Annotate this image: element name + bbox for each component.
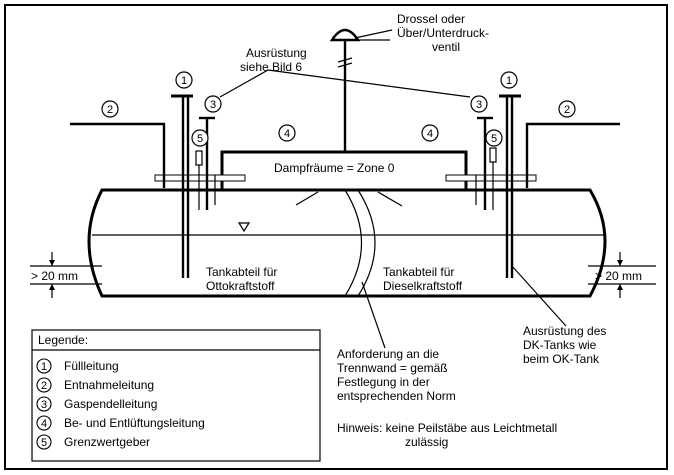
svg-text:Tankabteil für: Tankabteil für (206, 265, 277, 279)
svg-text:Gaspendelleitung: Gaspendelleitung (64, 397, 157, 411)
note-label: Hinweis: keine Peilstäbe aus Leichtmetal… (337, 421, 557, 449)
partition-requirement-label: Anforderung an die Trennwand = gemäß Fes… (337, 347, 456, 403)
svg-text:Drossel oder: Drossel oder (397, 12, 465, 26)
svg-text:5: 5 (197, 133, 203, 145)
svg-text:Ausrüstung: Ausrüstung (246, 46, 307, 60)
throttle-label: Drossel oder Über/Unterdruck- ventil (397, 12, 489, 54)
legend-item: 3 Gaspendelleitung (36, 396, 157, 412)
leader-lines (219, 69, 567, 349)
svg-text:1: 1 (41, 361, 47, 373)
svg-text:Festlegung in der: Festlegung in der (337, 375, 430, 389)
left-pipes (70, 94, 216, 278)
svg-text:Füllleitung: Füllleitung (64, 359, 119, 373)
legend-item: 5 Grenzwertgeber (36, 434, 150, 450)
svg-text:5: 5 (41, 437, 47, 449)
callout-3-right: 3 (470, 95, 488, 113)
svg-text:3: 3 (210, 99, 216, 111)
legend-title: Legende: (38, 333, 88, 347)
svg-text:Dieselkraftstoff: Dieselkraftstoff (383, 279, 463, 293)
equipment-ref-label: Ausrüstung siehe Bild 6 (240, 46, 307, 74)
svg-text:Be- und Entlüftungsleitung: Be- und Entlüftungsleitung (64, 416, 205, 430)
callout-4-right: 4 (421, 124, 439, 142)
legend-item: 4 Be- und Entlüftungsleitung (36, 415, 205, 431)
callout-4-left: 4 (278, 124, 296, 142)
callout-5-right: 5 (485, 129, 503, 147)
svg-text:Grenzwertgeber: Grenzwertgeber (64, 435, 150, 449)
svg-text:4: 4 (284, 128, 290, 140)
svg-text:Trennwand = gemäß: Trennwand = gemäß (337, 361, 448, 375)
legend-item: 2 Entnahmeleitung (36, 377, 154, 393)
svg-text:zulässig: zulässig (405, 435, 448, 449)
compartment-petrol-label: Tankabteil für Ottokraftstoff (206, 265, 277, 293)
svg-text:Ottokraftstoff: Ottokraftstoff (206, 279, 275, 293)
compartment-diesel-label: Tankabteil für Dieselkraftstoff (383, 265, 463, 293)
callout-5-left: 5 (191, 129, 209, 147)
vent-pipe-valve (329, 28, 393, 152)
callout-3-left: 3 (204, 95, 222, 113)
svg-text:Hinweis: keine Peilstäbe aus L: Hinweis: keine Peilstäbe aus Leichtmetal… (337, 421, 557, 435)
vapor-space-label: Dampfräume = Zone 0 (274, 161, 395, 175)
svg-text:beim OK-Tank: beim OK-Tank (523, 352, 600, 366)
legend-item: 1 Füllleitung (36, 358, 119, 374)
callout-2-right: 2 (558, 100, 576, 118)
clearance-right-dim (588, 252, 656, 298)
svg-text:4: 4 (427, 128, 433, 140)
svg-text:entsprechenden Norm: entsprechenden Norm (337, 389, 456, 403)
callout-2-left: 2 (101, 100, 119, 118)
svg-text:2: 2 (107, 104, 113, 116)
svg-text:5: 5 (491, 133, 497, 145)
svg-text:Tankabteil für: Tankabteil für (383, 265, 454, 279)
legend: Legende: 1 Füllleitung 2 Entnahmeleitung… (31, 329, 321, 462)
right-pipes (475, 94, 620, 278)
tank-body (87, 188, 607, 298)
clearance-left-label: > 20 mm (31, 269, 78, 283)
dk-equipment-label: Ausrüstung des DK-Tanks wie beim OK-Tank (523, 324, 606, 366)
clearance-left-dim (30, 252, 102, 298)
svg-text:1: 1 (506, 75, 512, 87)
svg-text:ventil: ventil (432, 40, 460, 54)
svg-text:3: 3 (41, 399, 47, 411)
svg-text:2: 2 (41, 380, 47, 392)
svg-text:3: 3 (476, 99, 482, 111)
callout-1-right: 1 (500, 71, 518, 89)
svg-text:siehe Bild 6: siehe Bild 6 (240, 60, 302, 74)
svg-text:Über/Unterdruck-: Über/Unterdruck- (397, 26, 489, 40)
svg-text:2: 2 (564, 104, 570, 116)
svg-text:Anforderung an die: Anforderung an die (337, 347, 439, 361)
svg-text:DK-Tanks wie: DK-Tanks wie (523, 338, 597, 352)
svg-text:4: 4 (41, 418, 47, 430)
svg-text:1: 1 (181, 75, 187, 87)
svg-text:Ausrüstung des: Ausrüstung des (523, 324, 606, 338)
callout-1-left: 1 (175, 71, 193, 89)
clearance-right-label: > 20 mm (595, 269, 642, 283)
svg-text:Entnahmeleitung: Entnahmeleitung (64, 378, 154, 392)
